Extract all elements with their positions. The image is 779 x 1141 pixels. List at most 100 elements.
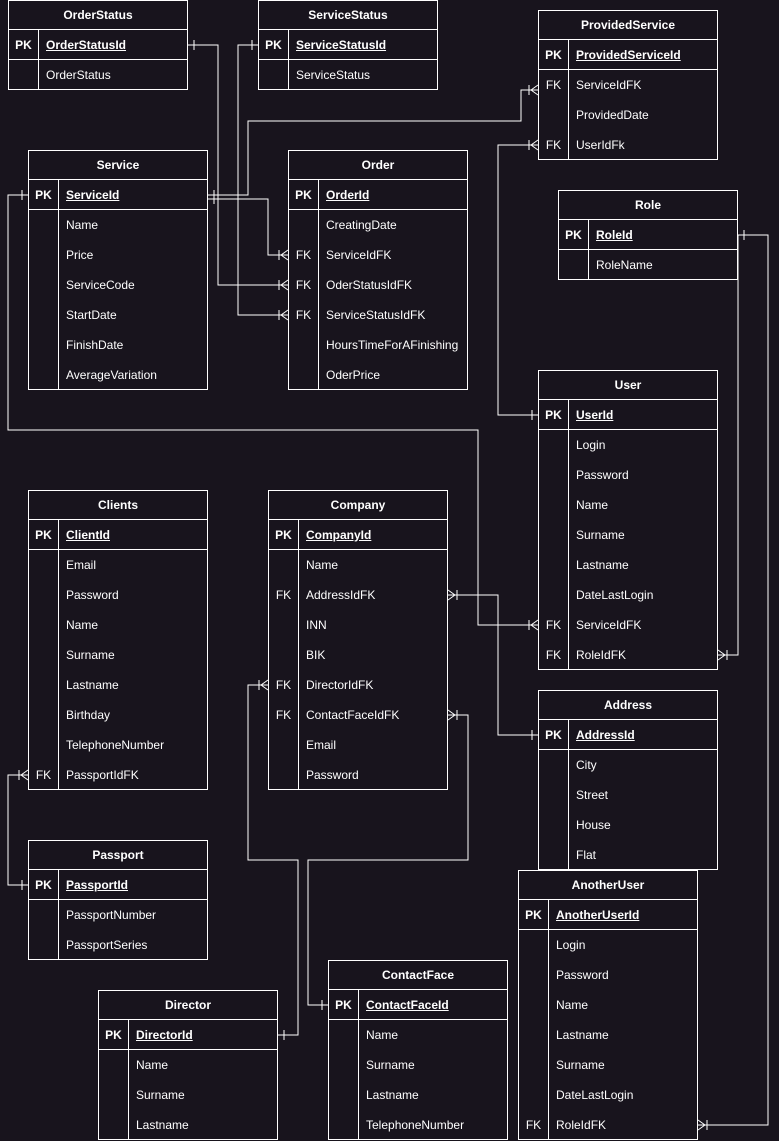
table-row[interactable]: Surname — [29, 640, 207, 670]
table-row[interactable]: Name — [329, 1020, 507, 1050]
table-row[interactable]: Password — [539, 460, 717, 490]
key-type-cell: FK — [289, 240, 319, 270]
table-row[interactable]: BIK — [269, 640, 447, 670]
field-name: AddressIdFK — [306, 588, 376, 602]
table-row[interactable]: House — [539, 810, 717, 840]
table-row[interactable]: Login — [539, 430, 717, 460]
table-row[interactable]: Password — [269, 760, 447, 790]
table-row[interactable]: TelephoneNumber — [329, 1110, 507, 1140]
table-row[interactable]: Email — [29, 550, 207, 580]
table-row[interactable]: CreatingDate — [289, 210, 467, 240]
table-row[interactable]: HoursTimeForAFinishing — [289, 330, 467, 360]
table-row[interactable]: Name — [269, 550, 447, 580]
table-row[interactable]: Name — [539, 490, 717, 520]
table-title: Order — [289, 151, 467, 180]
table-row[interactable]: Lastname — [329, 1080, 507, 1110]
table-row[interactable]: StartDate — [29, 300, 207, 330]
table-row[interactable]: RoleName — [559, 250, 737, 280]
table-row[interactable]: Name — [99, 1050, 277, 1080]
table-row[interactable]: Email — [269, 730, 447, 760]
table-row[interactable]: Flat — [539, 840, 717, 870]
field-name: OrderStatus — [46, 68, 111, 82]
table-row[interactable]: Birthday — [29, 700, 207, 730]
table-row[interactable]: Name — [29, 210, 207, 240]
table-row[interactable]: Lastname — [539, 550, 717, 580]
field-name: Name — [556, 998, 589, 1012]
field-name: Lastname — [556, 1028, 609, 1042]
many-cardinality-icon — [530, 84, 539, 91]
table-row[interactable]: OrderStatus — [9, 60, 187, 90]
table-row[interactable]: PassportNumber — [29, 900, 207, 930]
table-row[interactable]: Surname — [539, 520, 717, 550]
table-row[interactable]: Password — [29, 580, 207, 610]
table-row[interactable]: ServiceStatus — [259, 60, 437, 90]
table-row[interactable]: Login — [519, 930, 697, 960]
table-row[interactable]: Lastname — [29, 670, 207, 700]
table-row[interactable]: Surname — [519, 1050, 697, 1080]
table-title: User — [539, 371, 717, 400]
table-row[interactable]: Price — [29, 240, 207, 270]
table-row[interactable]: Lastname — [99, 1110, 277, 1140]
table-row[interactable]: Name — [29, 610, 207, 640]
table-row[interactable]: Surname — [99, 1080, 277, 1110]
table-row[interactable]: AverageVariation — [29, 360, 207, 390]
table-row[interactable]: TelephoneNumber — [29, 730, 207, 760]
table-row[interactable]: City — [539, 750, 717, 780]
table-row[interactable]: DateLastLogin — [539, 580, 717, 610]
table-row[interactable]: Lastname — [519, 1020, 697, 1050]
table-row[interactable]: PassportSeries — [29, 930, 207, 960]
table-row[interactable]: INN — [269, 610, 447, 640]
table-row[interactable]: Name — [519, 990, 697, 1020]
table-row[interactable]: ServiceCode — [29, 270, 207, 300]
field-name: AverageVariation — [66, 368, 157, 382]
table-row[interactable]: DateLastLogin — [519, 1080, 697, 1110]
table-row[interactable]: ProvidedDate — [539, 100, 717, 130]
table-row[interactable]: Street — [539, 780, 717, 810]
table-row[interactable]: FinishDate — [29, 330, 207, 360]
table-row[interactable]: Surname — [329, 1050, 507, 1080]
table-row[interactable]: Password — [519, 960, 697, 990]
table-row[interactable]: OderPrice — [289, 360, 467, 390]
key-type-cell — [329, 1050, 359, 1080]
